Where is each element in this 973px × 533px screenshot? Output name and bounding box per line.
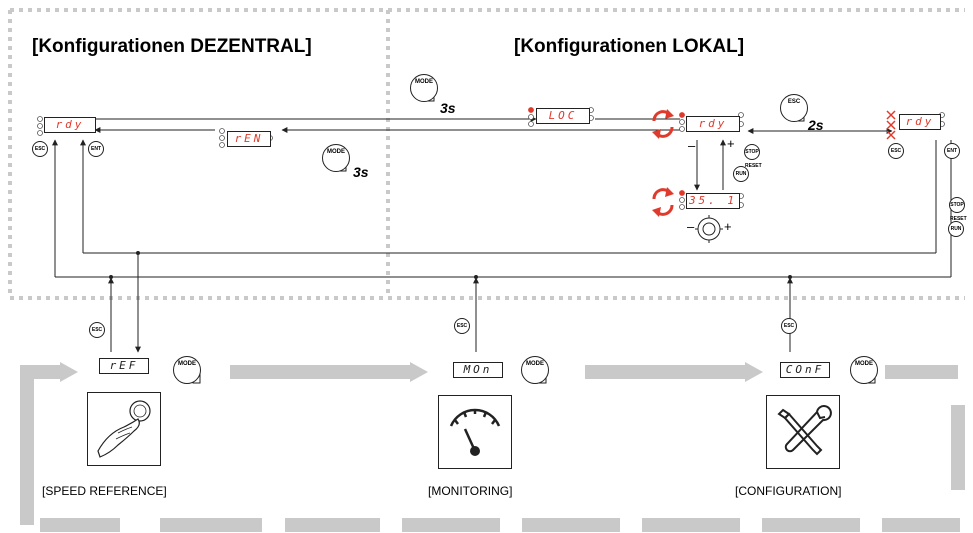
ent-button-right[interactable]: ENT	[944, 143, 960, 159]
display-speed-value: 35. 1	[686, 193, 740, 209]
minus-sign-dial: –	[687, 219, 695, 234]
esc-button-configuration[interactable]: ESC	[781, 318, 797, 334]
rotation-arrowhead-top-1	[665, 109, 674, 119]
loop-arrow-1	[60, 362, 78, 382]
rotation-arrowhead-bottom-2	[652, 207, 661, 217]
run-button-mid[interactable]: RUN	[733, 166, 749, 182]
rotation-arrowhead-bottom-1	[665, 187, 674, 197]
hand-dial-icon	[97, 400, 151, 458]
esc-button-speed[interactable]: ESC	[89, 322, 105, 338]
menu-label-speed-reference[interactable]: [SPEED REFERENCE]	[42, 484, 167, 498]
run-button-right[interactable]: RUN	[948, 221, 964, 237]
plus-sign-top: +	[727, 136, 735, 151]
menu-loop	[20, 365, 965, 532]
esc-button-right[interactable]: ESC	[888, 143, 904, 159]
display-rdy-left: rdy	[44, 117, 96, 133]
stop-button-right[interactable]: STOP RESET	[949, 197, 967, 222]
mode-button-configuration[interactable]: MODE	[850, 356, 878, 384]
loop-arrow-3	[745, 362, 763, 382]
menu-label-monitoring[interactable]: [MONITORING]	[428, 484, 513, 498]
signal-lines	[52, 116, 952, 353]
title-lokal: [Konfigurationen LOKAL]	[514, 36, 745, 57]
gauge-icon	[449, 408, 501, 456]
junction-dots	[109, 251, 792, 279]
jog-dial-icon	[695, 215, 723, 243]
esc-button-monitoring[interactable]: ESC	[454, 318, 470, 334]
hand-icons	[189, 82, 876, 384]
display-mon: MOn	[453, 362, 503, 378]
crossed-leds	[886, 110, 896, 140]
display-loc: LOC	[536, 108, 590, 124]
mode-button-bottom[interactable]: MODE	[322, 144, 350, 172]
display-rdy-right: rdy	[899, 114, 941, 130]
region-borders	[8, 8, 965, 300]
display-rdy-mid: rdy	[686, 116, 740, 132]
hold-time-esc: 2s	[808, 117, 824, 133]
display-ren: rEN	[227, 131, 271, 147]
tools-icon	[777, 405, 832, 456]
speed-reference-icon-box[interactable]	[87, 392, 161, 466]
loop-arrow-2	[410, 362, 428, 382]
rotation-arrowhead-top-2	[652, 129, 661, 139]
title-dezentral: [Konfigurationen DEZENTRAL]	[32, 36, 312, 57]
ent-button-left[interactable]: ENT	[88, 141, 104, 157]
hold-time-mode-top: 3s	[440, 100, 456, 116]
configuration-icon-box[interactable]	[766, 395, 840, 469]
esc-button-left[interactable]: ESC	[32, 141, 48, 157]
display-conf: COnF	[780, 362, 830, 378]
minus-sign-top: –	[688, 138, 696, 153]
esc-hold-button[interactable]: ESC	[780, 94, 808, 122]
stop-button-mid[interactable]: STOP RESET	[744, 144, 762, 169]
menu-label-configuration[interactable]: [CONFIGURATION]	[735, 484, 842, 498]
hold-time-mode-bottom: 3s	[353, 164, 369, 180]
mode-button-speed[interactable]: MODE	[173, 356, 201, 384]
plus-sign-dial: +	[724, 219, 732, 234]
display-ref: rEF	[99, 358, 149, 374]
mode-button-top[interactable]: MODE	[410, 74, 438, 102]
mode-button-monitoring[interactable]: MODE	[521, 356, 549, 384]
monitoring-icon-box[interactable]	[438, 395, 512, 469]
